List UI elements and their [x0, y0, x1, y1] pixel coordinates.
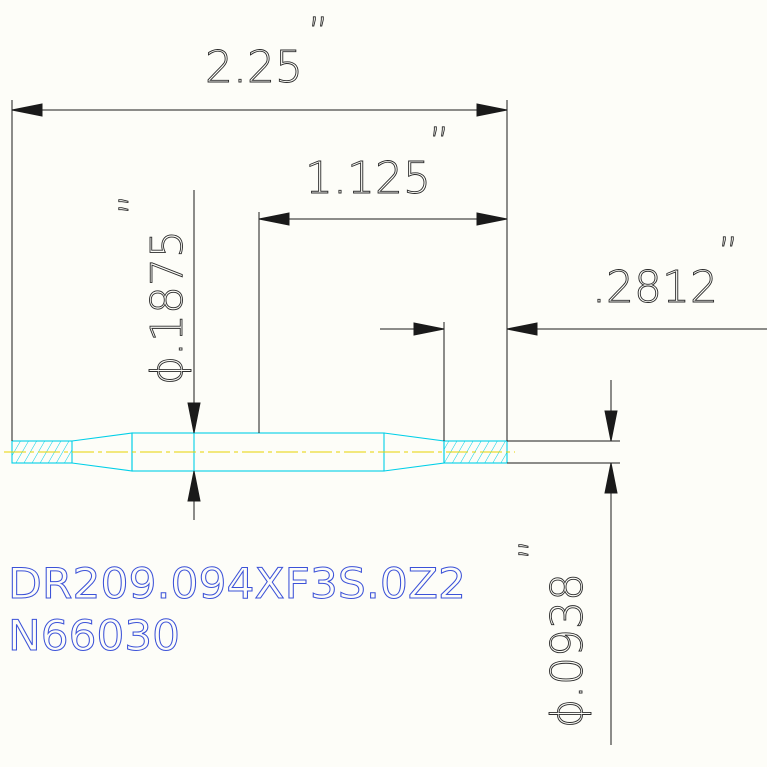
part-number-line2: N66030: [8, 611, 180, 660]
arrow-half-right: [476, 212, 508, 226]
dimension-lines: [11, 100, 767, 745]
tip-diameter-inch-mark: ”: [512, 539, 558, 560]
arrow-tip-dia-bottom: [604, 462, 618, 494]
end-length-label: .2812: [592, 262, 718, 313]
body-diameter-label: ϕ.1875: [142, 230, 193, 385]
arrow-end-left: [413, 322, 445, 336]
tip-diameter-label: ϕ.0938: [542, 573, 593, 728]
half-length-label: 1.125: [305, 153, 431, 204]
overall-length-inch-mark: ”: [308, 10, 329, 56]
part-number-line1: DR209.094XF3S.0Z2: [8, 559, 466, 608]
arrow-half-left: [258, 212, 290, 226]
arrow-overall-left: [11, 103, 43, 117]
arrow-overall-right: [476, 103, 508, 117]
arrow-tip-dia-top: [604, 410, 618, 442]
half-length-inch-mark: ”: [429, 120, 450, 166]
arrow-body-dia-bottom: [187, 470, 201, 502]
arrow-end-right: [506, 322, 538, 336]
end-length-inch-mark: ”: [718, 230, 739, 276]
arrow-body-dia-top: [187, 402, 201, 434]
overall-length-label: 2.25: [205, 42, 303, 93]
body-diameter-inch-mark: ”: [112, 194, 158, 215]
